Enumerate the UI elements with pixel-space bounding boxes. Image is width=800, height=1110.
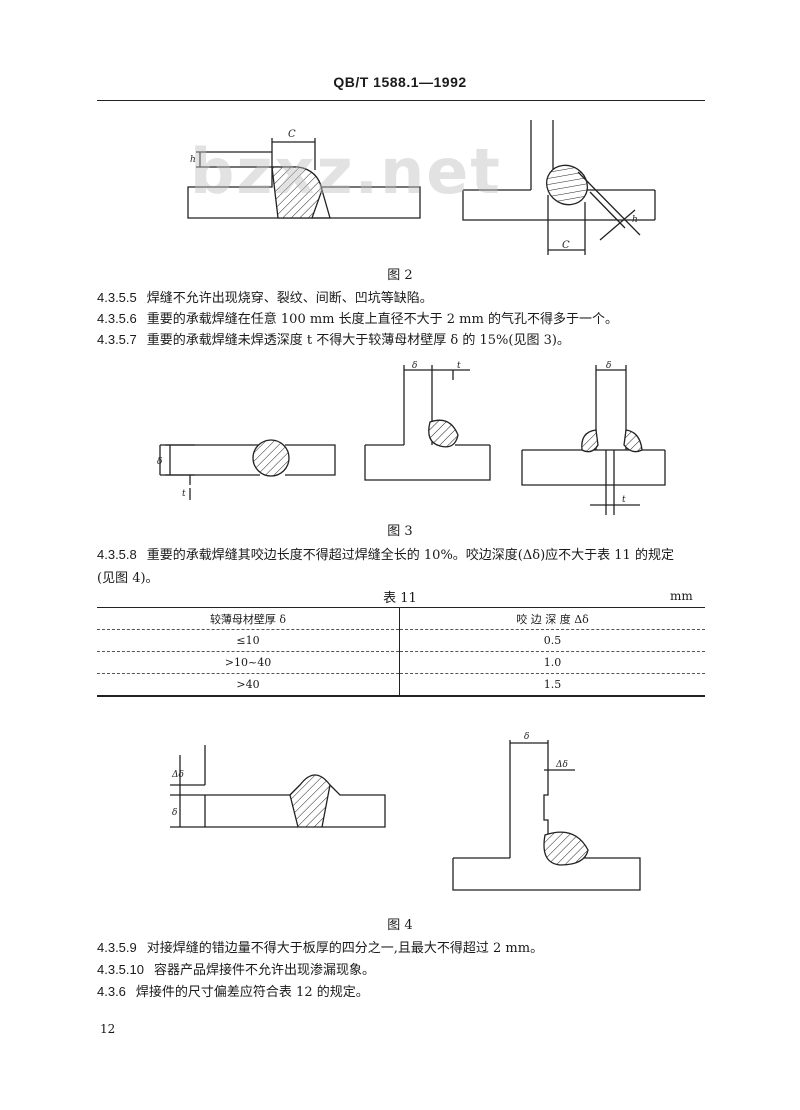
clause-number: 4.3.5.9 (97, 940, 137, 955)
clause-number: 4.3.5.6 (97, 311, 137, 326)
clause-number: 4.3.5.10 (97, 962, 144, 977)
fig4-label-delta: δ (172, 808, 177, 818)
fig4-label-ddelta: Δδ (171, 770, 184, 780)
clause-text: 焊接件的尺寸偏差应符合表 12 的规定。 (135, 985, 369, 1000)
clause-number: 4.3.5.8 (97, 547, 137, 562)
header-cell: 较薄母材壁厚 δ (97, 607, 400, 630)
figure-3-caption: 图 3 (387, 524, 413, 539)
clause-number: 4.3.5.7 (97, 332, 137, 347)
fig3-label-delta: δ (157, 457, 162, 467)
fig3-label-t: t (182, 489, 186, 499)
figure-4-drawing: Δδ δ δ Δδ (170, 732, 641, 891)
table-cell: 1.5 (399, 673, 705, 697)
figure-2-drawing: C h C h (187, 120, 656, 255)
clause-number: 4.3.6 (97, 984, 126, 999)
figure-2-caption: 图 2 (387, 268, 413, 283)
table-11-unit: mm (670, 589, 693, 603)
clause-4-3-5-8: 4.3.5.8 重要的承载焊缝其咬边长度不得超过焊缝全长的 10%。咬边深度(Δδ… (97, 544, 674, 563)
fig3-label-t-double: t (622, 495, 626, 505)
clause-4-3-5-8-continued: (见图 4)。 (97, 571, 159, 586)
figure-3-drawing: δ t δ t δ t (157, 361, 666, 515)
table-cell: 1.0 (399, 651, 705, 674)
table-11-title: 表 11 (383, 591, 417, 606)
clause-4-3-5-6: 4.3.5.6 重要的承载焊缝在任意 100 mm 长度上直径不大于 2 mm 的… (97, 308, 618, 327)
clause-text: 重要的承载焊缝其咬边长度不得超过焊缝全长的 10%。咬边深度(Δδ)应不大于表 … (146, 548, 674, 563)
standard-code-header: QB/T 1588.1—1992 (333, 74, 467, 90)
header-rule (97, 100, 705, 101)
watermark: bzxz.net (190, 135, 502, 208)
fig3-label-t-tee: t (457, 361, 461, 371)
clause-4-3-5-9: 4.3.5.9 对接焊缝的错边量不得大于板厚的四分之一,且最大不得超过 2 mm。 (97, 937, 543, 956)
page-number: 12 (100, 1022, 116, 1036)
fig2-label-h: h (190, 155, 196, 165)
table-cell: ≤10 (97, 629, 400, 652)
fig4-label-delta-tee: δ (524, 732, 529, 742)
clause-4-3-5-10: 4.3.5.10 容器产品焊接件不允许出现渗漏现象。 (97, 959, 375, 978)
clause-text: 重要的承载焊缝在任意 100 mm 长度上直径不大于 2 mm 的气孔不得多于一… (146, 312, 618, 327)
clause-text: 对接焊缝的错边量不得大于板厚的四分之一,且最大不得超过 2 mm。 (146, 941, 544, 956)
table-cell: 0.5 (399, 629, 705, 652)
clause-number: 4.3.5.5 (97, 290, 137, 305)
clause-text: 重要的承载焊缝未焊透深度 t 不得大于较薄母材壁厚 δ 的 15%(见图 3)。 (146, 333, 570, 348)
table-cell: >10~40 (97, 651, 400, 674)
figure-4-caption: 图 4 (387, 918, 413, 933)
header-cell: 咬 边 深 度 Δδ (399, 607, 705, 630)
fig4-label-ddelta-tee: Δδ (555, 760, 568, 770)
fig2-label-c-right: C (562, 240, 570, 251)
fig3-label-delta-tee: δ (412, 361, 417, 371)
fig2-label-c: C (288, 129, 296, 140)
clause-4-3-5-7: 4.3.5.7 重要的承载焊缝未焊透深度 t 不得大于较薄母材壁厚 δ 的 15%… (97, 329, 570, 348)
clause-4-3-5-5: 4.3.5.5 焊缝不允许出现烧穿、裂纹、间断、凹坑等缺陷。 (97, 287, 433, 306)
fig3-label-delta-double: δ (606, 361, 611, 371)
table-cell: >40 (97, 673, 400, 697)
fig2-label-h-right: h (632, 215, 638, 225)
clause-text: 焊缝不允许出现烧穿、裂纹、间断、凹坑等缺陷。 (146, 291, 433, 306)
clause-text: 容器产品焊接件不允许出现渗漏现象。 (154, 963, 376, 978)
clause-4-3-6: 4.3.6 焊接件的尺寸偏差应符合表 12 的规定。 (97, 981, 369, 1000)
